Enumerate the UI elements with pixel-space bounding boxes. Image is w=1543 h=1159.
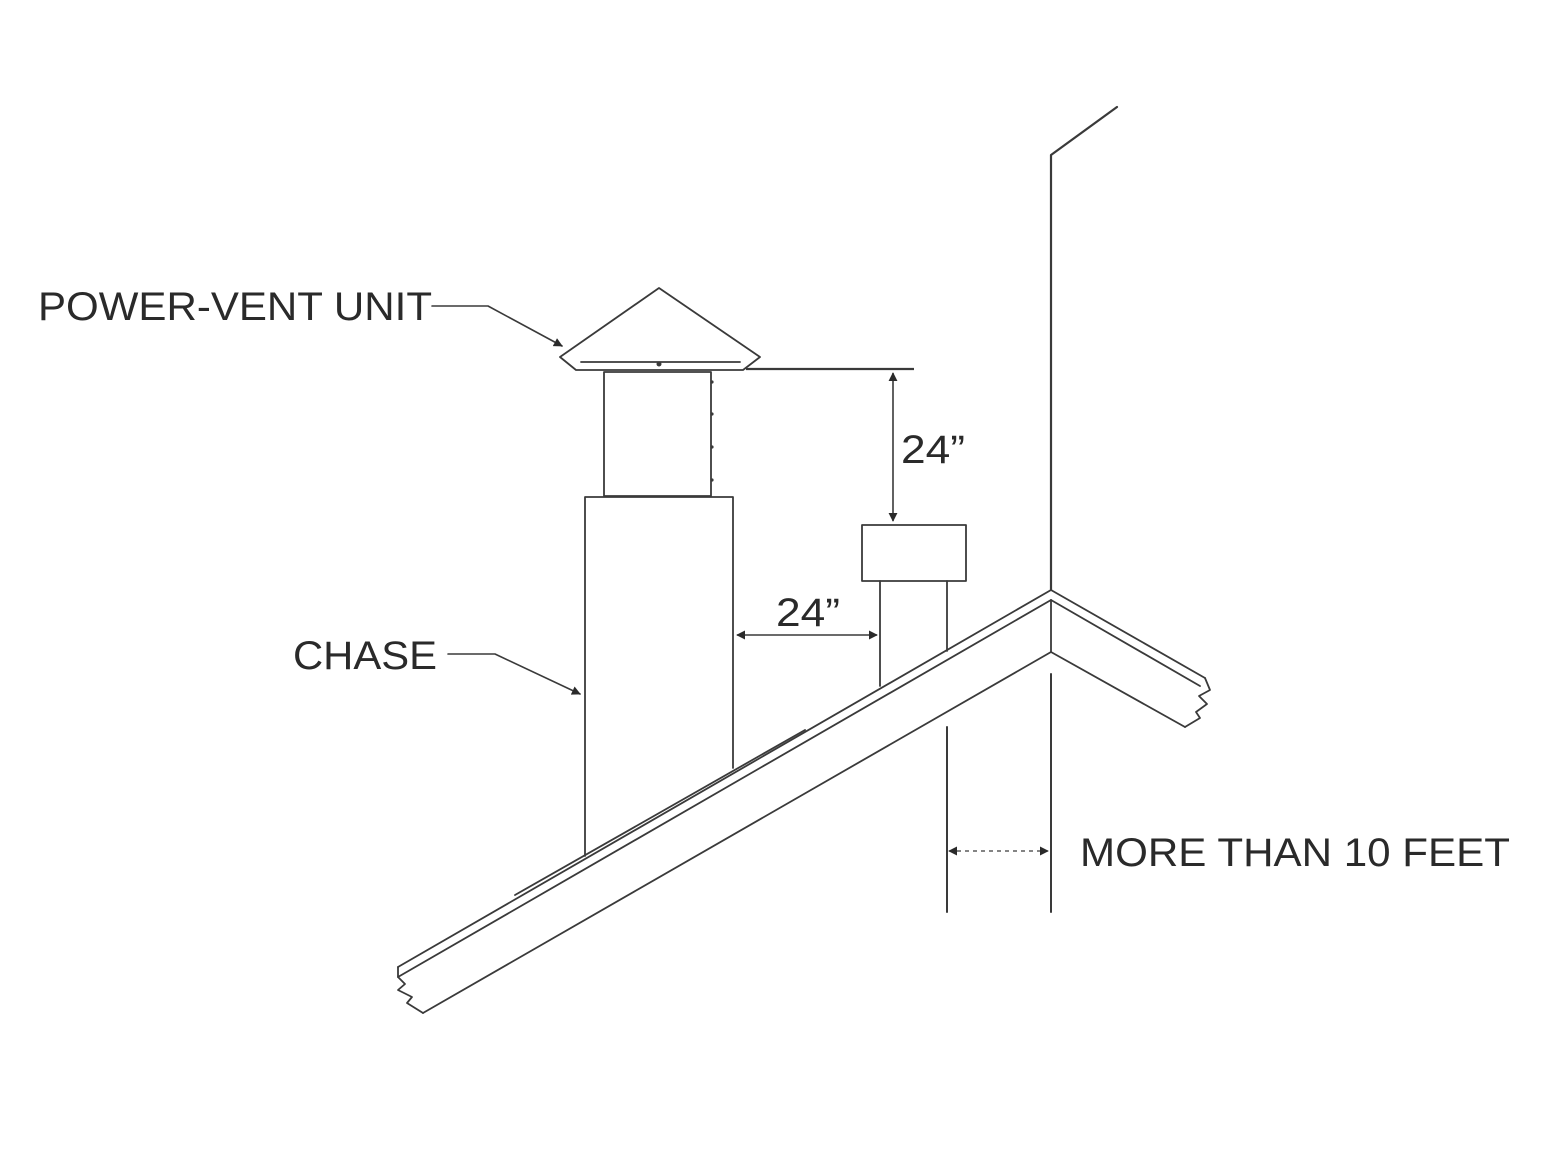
chase: [584, 496, 734, 857]
chase-label: CHASE: [293, 634, 437, 678]
vent-rivet: [710, 445, 714, 449]
horizontal-clearance-label: 24”: [776, 591, 840, 635]
chase-leader: [447, 653, 581, 695]
adjacent-vent: [861, 524, 967, 687]
power-vent-unit-label: POWER-VENT UNIT: [38, 285, 432, 329]
vertical-clearance-label: 24”: [901, 428, 965, 472]
ridge-distance-dimension: [946, 673, 1052, 913]
vent-rivet: [710, 412, 714, 416]
roof-left-slope: [397, 589, 1052, 1014]
power-vent-leader: [431, 305, 563, 347]
power-vent-unit: [559, 287, 761, 497]
vent-rivet: [710, 478, 714, 482]
house-wall: [1049, 105, 1119, 592]
roof-right-slope: [1050, 589, 1211, 728]
vent-rivet: [710, 380, 714, 384]
vent-rivet: [656, 361, 662, 367]
distance-to-ridge-label: MORE THAN 10 FEET: [1080, 831, 1510, 875]
